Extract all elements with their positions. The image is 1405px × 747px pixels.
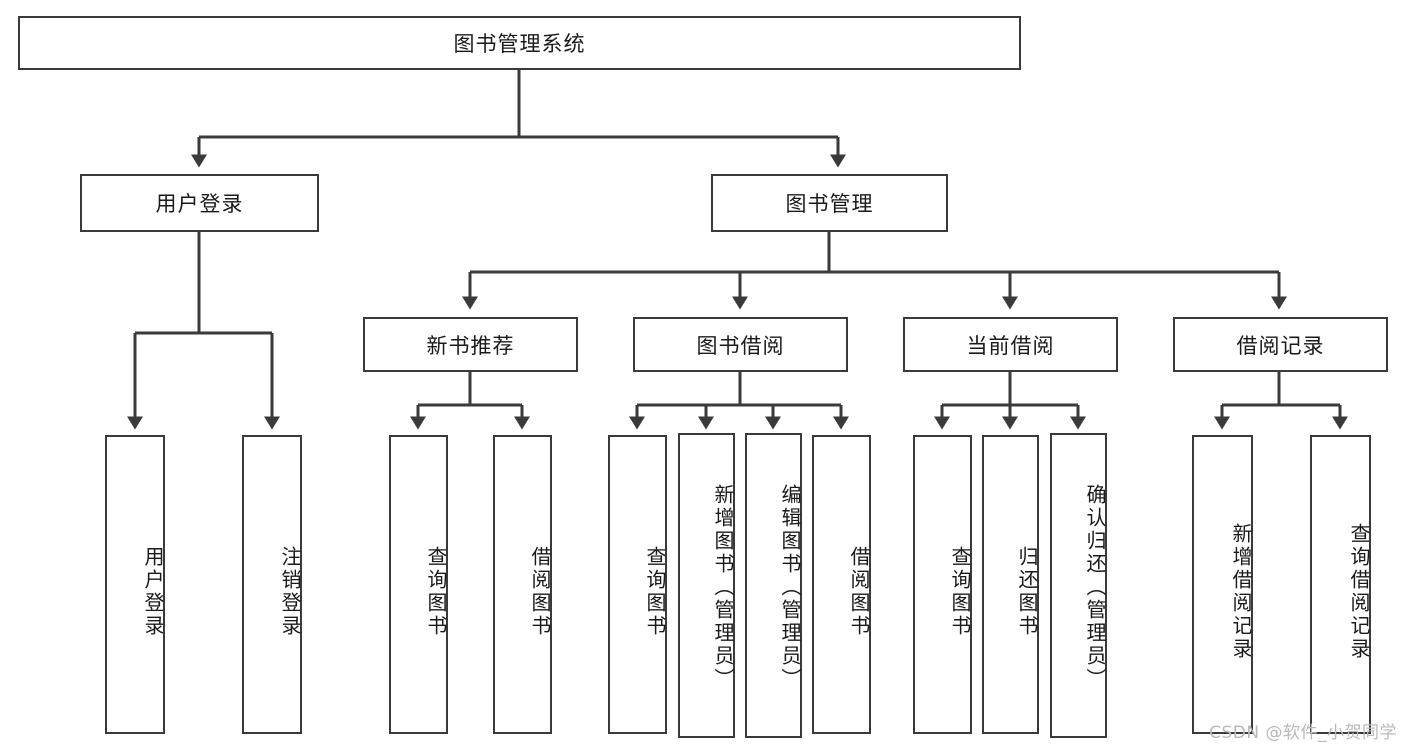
node-label: 查询图书 <box>643 545 667 638</box>
node-label: 借阅图书 <box>847 545 871 638</box>
node-new-book-recommend[interactable]: 新书推荐 <box>363 317 578 372</box>
node-label: 编辑图书（管理员） <box>778 484 802 691</box>
leaf-add-book-admin[interactable]: 新增图书（管理员） <box>678 433 735 738</box>
node-label: 新增图书（管理员） <box>711 484 735 691</box>
node-current-borrow[interactable]: 当前借阅 <box>903 317 1118 372</box>
leaf-return-book[interactable]: 归还图书 <box>982 435 1039 734</box>
leaf-query-borrow-record[interactable]: 查询借阅记录 <box>1310 435 1371 734</box>
leaf-confirm-return-admin[interactable]: 确认归还（管理员） <box>1050 433 1107 738</box>
node-book-borrow[interactable]: 图书借阅 <box>633 317 848 372</box>
leaf-edit-book-admin[interactable]: 编辑图书（管理员） <box>745 433 802 738</box>
leaf-logout-login[interactable]: 注销登录 <box>242 435 302 734</box>
leaf-add-borrow-record[interactable]: 新增借阅记录 <box>1192 435 1253 734</box>
node-label: 图书管理系统 <box>453 32 586 56</box>
node-label: 新书推荐 <box>426 333 515 358</box>
node-user-login[interactable]: 用户登录 <box>80 174 319 232</box>
node-label: 查询图书 <box>424 545 448 638</box>
node-label: 注销登录 <box>278 545 302 638</box>
node-book-manage[interactable]: 图书管理 <box>711 174 948 232</box>
node-borrow-record[interactable]: 借阅记录 <box>1173 317 1388 372</box>
leaf-user-login[interactable]: 用户登录 <box>105 435 165 734</box>
node-label: 借阅图书 <box>528 545 552 638</box>
node-label: 借阅记录 <box>1236 333 1325 358</box>
node-label: 新增借阅记录 <box>1229 522 1253 661</box>
node-root-system[interactable]: 图书管理系统 <box>18 16 1021 70</box>
node-label: 查询借阅记录 <box>1347 522 1371 661</box>
leaf-query-book-1[interactable]: 查询图书 <box>389 435 448 734</box>
node-label: 用户登录 <box>155 192 244 216</box>
leaf-borrow-book-2[interactable]: 借阅图书 <box>812 435 871 734</box>
node-label: 用户登录 <box>141 545 165 638</box>
leaf-query-book-3[interactable]: 查询图书 <box>913 435 972 734</box>
leaf-query-book-2[interactable]: 查询图书 <box>608 435 667 734</box>
node-label: 查询图书 <box>948 545 972 638</box>
node-label: 图书管理 <box>785 192 874 216</box>
node-label: 归还图书 <box>1015 545 1039 638</box>
leaf-borrow-book-1[interactable]: 借阅图书 <box>493 435 552 734</box>
node-label: 确认归还（管理员） <box>1083 484 1107 691</box>
node-label: 当前借阅 <box>966 333 1055 358</box>
node-label: 图书借阅 <box>696 333 785 358</box>
